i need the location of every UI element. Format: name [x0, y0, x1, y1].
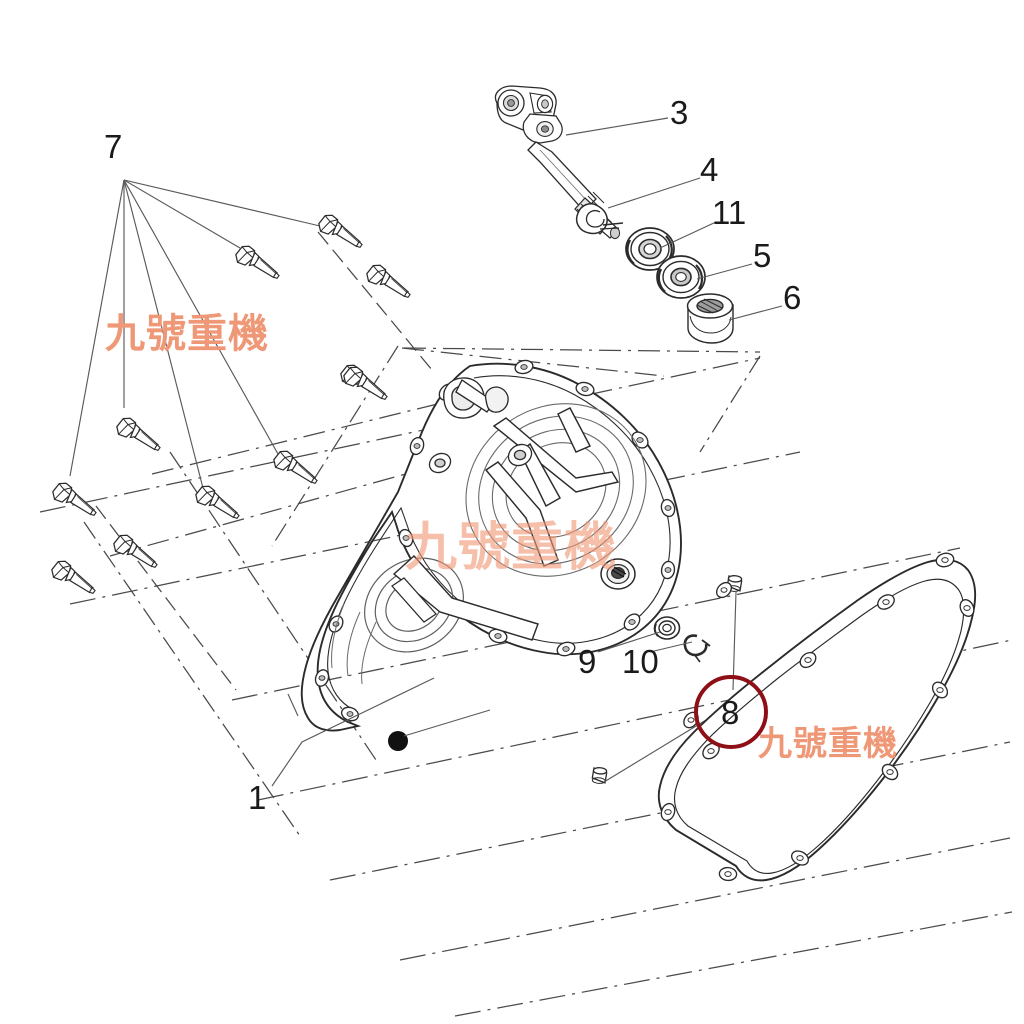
callout-label-7: 7 — [104, 128, 123, 165]
construction-lines — [39, 231, 1013, 1017]
callout-label-11: 11 — [712, 194, 747, 231]
part-4-seal-clip — [575, 203, 624, 235]
callout-label-4: 4 — [700, 151, 719, 188]
callout-1-leader — [271, 677, 491, 787]
callout-label-3: 3 — [670, 94, 689, 131]
callout-label-5: 5 — [753, 237, 772, 274]
watermark-center: 九號重機 — [405, 518, 618, 578]
callout-label-9: 9 — [578, 643, 597, 680]
watermark-upper-left: 九號重機 — [105, 311, 269, 357]
callout-label-10: 10 — [622, 643, 659, 680]
lower-callout-leaders — [597, 591, 737, 783]
crankcase-cover — [300, 359, 682, 732]
part-9-washer — [653, 616, 681, 640]
shift-shaft-assembly — [494, 85, 621, 240]
callout-label-8: 8 — [721, 694, 740, 731]
cover-gasket — [657, 552, 976, 882]
part-10-circlip — [683, 634, 711, 663]
watermark-lower-right: 九號重機 — [758, 724, 898, 764]
callout-7-leaders — [69, 179, 321, 493]
part-6-bushing — [686, 293, 734, 344]
bolt-group — [48, 211, 417, 598]
part-11-bearing — [625, 227, 675, 271]
upper-callout-leaders — [565, 117, 783, 321]
callout-label-1: 1 — [248, 779, 267, 816]
reference-dot — [388, 731, 408, 751]
highlight-circle — [694, 675, 768, 749]
callout-label-6: 6 — [783, 279, 802, 316]
part-5-bearing — [656, 255, 706, 299]
